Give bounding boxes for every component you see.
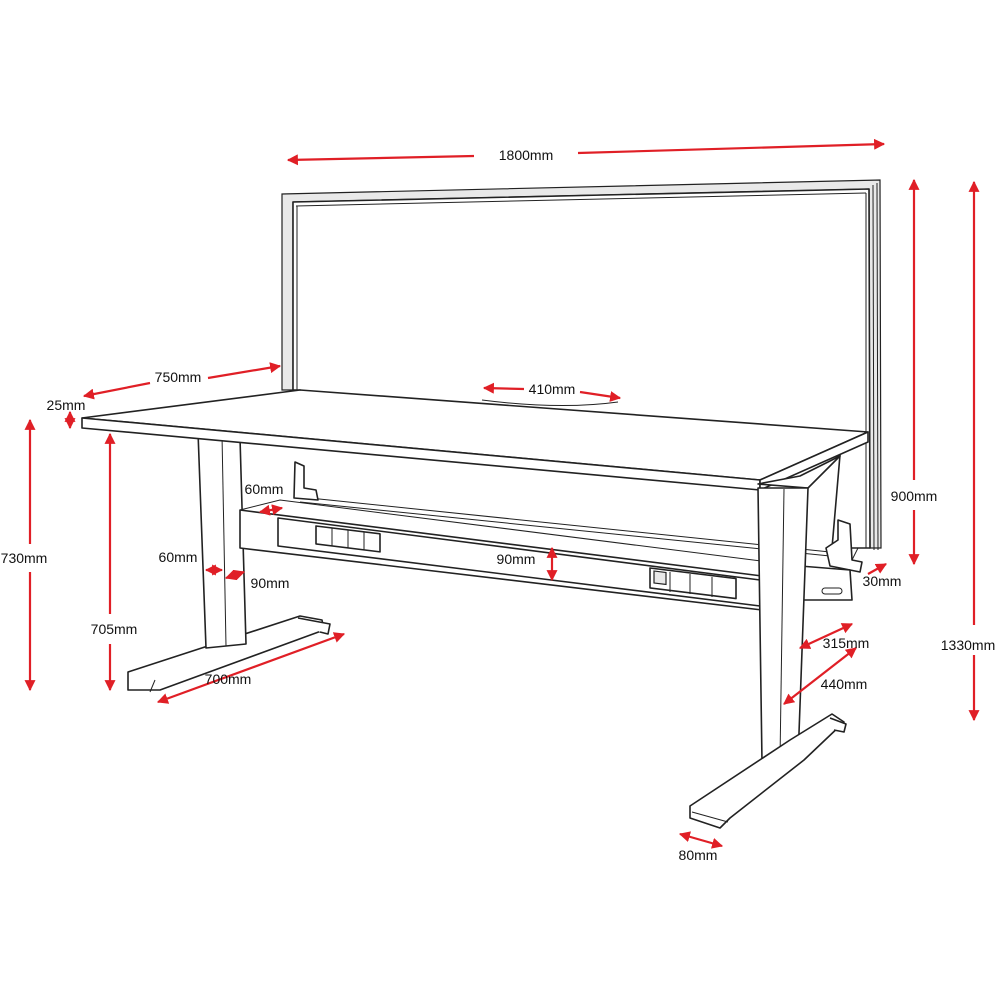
screen-bracket-right bbox=[825, 519, 863, 573]
label-overall-height: 1330mm bbox=[941, 637, 995, 653]
label-screen-height: 900mm bbox=[891, 488, 938, 504]
dimension-lines bbox=[24, 138, 980, 849]
desktop bbox=[81, 389, 869, 491]
power-outlet-left bbox=[315, 525, 381, 553]
screen-bracket-left bbox=[293, 461, 319, 501]
label-desk-depth: 750mm bbox=[155, 369, 202, 385]
label-overall-width: 1800mm bbox=[499, 147, 553, 163]
desktop-side-edge bbox=[759, 431, 869, 491]
leg-left-column bbox=[197, 431, 247, 649]
dimension-labels: 1800mm 750mm 25mm 410mm 730mm 705mm 60mm… bbox=[1, 147, 996, 863]
label-bracket-depth: 60mm bbox=[245, 481, 284, 497]
label-leg-depth: 90mm bbox=[251, 575, 290, 591]
cable-cutout bbox=[481, 399, 619, 407]
label-leg-width: 60mm bbox=[159, 549, 198, 565]
leg-right bbox=[689, 455, 847, 829]
label-foot-length: 700mm bbox=[205, 671, 252, 687]
label-floor-to-underside: 705mm bbox=[91, 621, 138, 637]
label-top-thickness: 25mm bbox=[47, 397, 86, 413]
label-cutout-width: 410mm bbox=[529, 381, 576, 397]
label-foot-span: 440mm bbox=[821, 676, 868, 692]
label-clearance: 30mm bbox=[863, 573, 902, 589]
label-foot-width: 80mm bbox=[679, 847, 718, 863]
power-outlet-right bbox=[649, 567, 737, 600]
label-foot-offset: 315mm bbox=[823, 635, 870, 651]
label-floor-to-top: 730mm bbox=[1, 550, 48, 566]
label-rail-height: 90mm bbox=[497, 551, 536, 567]
foot-right bbox=[689, 713, 845, 829]
